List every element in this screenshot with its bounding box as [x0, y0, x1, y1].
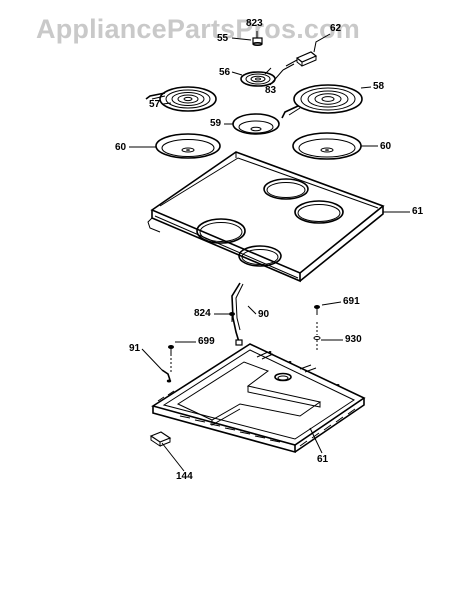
label-part-60-right: 60 — [380, 141, 392, 152]
drip-pan-right — [292, 132, 362, 160]
part-90-cable — [231, 282, 244, 346]
label-part-83: 83 — [265, 85, 277, 96]
watermark-text: AppliancePartsPros.com — [36, 14, 361, 44]
part-691-screw — [314, 305, 320, 315]
part-699-screw — [168, 345, 174, 372]
cooktop-bottom-pan — [151, 343, 366, 454]
part-930-washer — [313, 322, 321, 350]
label-part-61-top: 61 — [412, 206, 424, 217]
surface-unit-large-left — [145, 86, 217, 112]
leader-lines — [129, 31, 410, 472]
part-823-clip — [252, 37, 263, 46]
label-part-91: 91 — [129, 343, 141, 354]
part-91-clip — [161, 369, 172, 383]
label-part-144: 144 — [176, 471, 193, 482]
surface-unit-large-right — [281, 84, 363, 119]
drip-pan-left — [155, 133, 221, 159]
drip-pan-center — [232, 113, 280, 135]
part-62-receptacle — [282, 51, 318, 71]
label-part-60-left: 60 — [115, 142, 127, 153]
label-part-57: 57 — [149, 99, 161, 110]
label-part-62: 62 — [330, 23, 342, 34]
label-part-56: 56 — [219, 67, 231, 78]
cooktop-main-top — [147, 151, 385, 283]
label-part-90: 90 — [258, 309, 270, 320]
label-part-58: 58 — [373, 81, 385, 92]
label-part-59: 59 — [210, 118, 222, 129]
label-part-61-bottom: 61 — [317, 454, 329, 465]
part-824-screw — [229, 312, 235, 322]
label-part-699: 699 — [198, 336, 215, 347]
label-part-691: 691 — [343, 296, 360, 307]
label-part-824: 824 — [194, 308, 211, 319]
label-part-930: 930 — [345, 334, 362, 345]
label-part-823: 823 — [246, 18, 263, 29]
part-144-bracket — [149, 431, 172, 447]
label-part-55: 55 — [217, 33, 229, 44]
surface-unit-small-center — [240, 67, 276, 87]
